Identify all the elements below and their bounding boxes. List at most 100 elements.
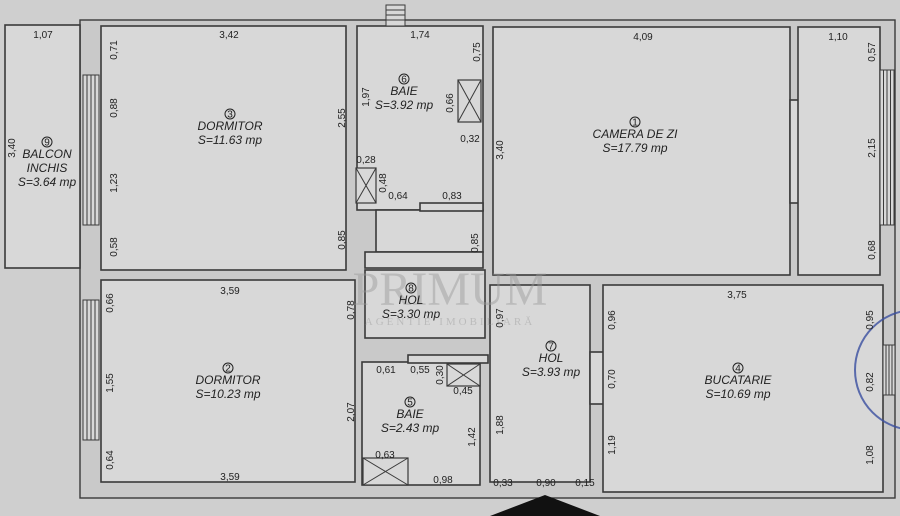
dimension-label: 0,82 [865,372,876,392]
window [82,74,100,226]
dimension-label: 0,85 [337,230,348,250]
room-number: 7 [548,342,554,353]
dimension-label: 0,75 [472,42,483,62]
dimension-label: 1,23 [109,173,120,193]
room-number-circle [222,362,234,374]
walls [4,19,896,499]
bathroom-6-partition [419,202,484,212]
dimension-label: 0,85 [470,233,481,253]
room-area: S=3.64 mp [18,175,77,189]
room-number: 2 [225,364,231,375]
dimension-label: 1,97 [361,87,372,107]
dimension-label: 1,74 [410,30,430,41]
dimension-label: 0,97 [495,308,506,328]
dimension-label: 2,55 [337,108,348,128]
room-number-circle [405,282,417,294]
dimension-label: 1,10 [828,32,848,43]
room-area: S=17.79 mp [602,141,667,155]
watermark-tagline: AGENTIE IMOBILIARĂ [365,316,535,328]
dimension-label: 0,15 [575,478,595,489]
room-number-circle [732,362,744,374]
dimension-label: 0,57 [867,42,878,62]
stamp [854,310,900,430]
dimension-label: 1,55 [105,373,116,393]
room-name: DORMITOR [195,373,260,387]
ventilation-shaft-icon [457,79,482,123]
room-name: HOL [539,351,564,365]
room-number: 8 [408,284,414,295]
room-hall-8 [364,269,486,339]
watermark: PRIMUM AGENTIE IMOBILIARĂ [353,263,548,328]
dimension-label: 0,70 [607,369,618,389]
room-area: S=10.69 mp [705,387,770,401]
watermark-brand: PRIMUM [353,263,548,316]
room-number: 4 [735,364,741,375]
dimension-label: 0,71 [109,40,120,60]
dimension-label: 3,59 [220,286,240,297]
dimension-label: 1,07 [33,30,53,41]
dimension-label: 0,45 [453,386,473,397]
window-top [385,4,406,27]
dimension-label: 0,96 [607,310,618,330]
dimension-label: 0,28 [356,155,376,166]
room-name: BUCATARIE [705,373,773,387]
room-number-circle [41,136,53,148]
dimension-label: 3,59 [220,472,240,483]
room-bedroom-3 [100,25,347,271]
dimension-label: 0,83 [442,191,462,202]
window [879,69,895,226]
dimension-label: 0,66 [445,93,456,113]
room-living-annex [797,26,881,276]
ventilation-shaft-icon [446,363,481,387]
room-number-circle [629,116,641,128]
dimension-label: 2,07 [346,402,357,422]
room-number-circle [398,73,410,85]
room-name: DORMITOR [197,119,262,133]
dimension-label: 0,98 [433,475,453,486]
room-name: BAIE [390,84,418,98]
window [882,344,896,396]
dimension-label: 0,48 [378,173,389,193]
room-number: 3 [227,110,233,121]
dimension-label: 0,95 [865,310,876,330]
hall-connector [364,251,484,269]
ventilation-shaft-icon [362,457,409,486]
room-bedroom-2 [100,279,356,483]
room-living [492,26,791,276]
room-name: HOL [399,293,424,307]
dimension-label: 0,88 [109,98,120,118]
dimension-label: 3,40 [495,140,506,160]
dimension-label: 1,88 [495,415,506,435]
window [82,299,100,441]
dimension-label: 0,63 [375,450,395,461]
ventilation-shaft-icon [355,167,377,204]
room-name: BALCON [22,147,72,161]
room-number: 9 [44,138,50,149]
fixtures [355,79,482,486]
room-name-line2: INCHIS [27,161,68,175]
dimension-label: 0,55 [410,365,430,376]
room-area: S=3.30 mp [382,307,441,321]
dimension-label: 3,75 [727,290,747,301]
dimension-label: 0,66 [105,293,116,313]
room-area: S=3.93 mp [522,365,581,379]
dimension-label: 1,08 [865,445,876,465]
room-number-circle [404,396,416,408]
dimension-label: 0,33 [493,478,513,489]
room-area: S=11.63 mp [198,133,262,147]
dimension-label: 0,64 [388,191,408,202]
dimension-label: 2,15 [867,138,878,158]
room-balcony [4,24,81,269]
dimension-label: 0,30 [435,365,446,385]
room-number: 1 [632,118,638,129]
